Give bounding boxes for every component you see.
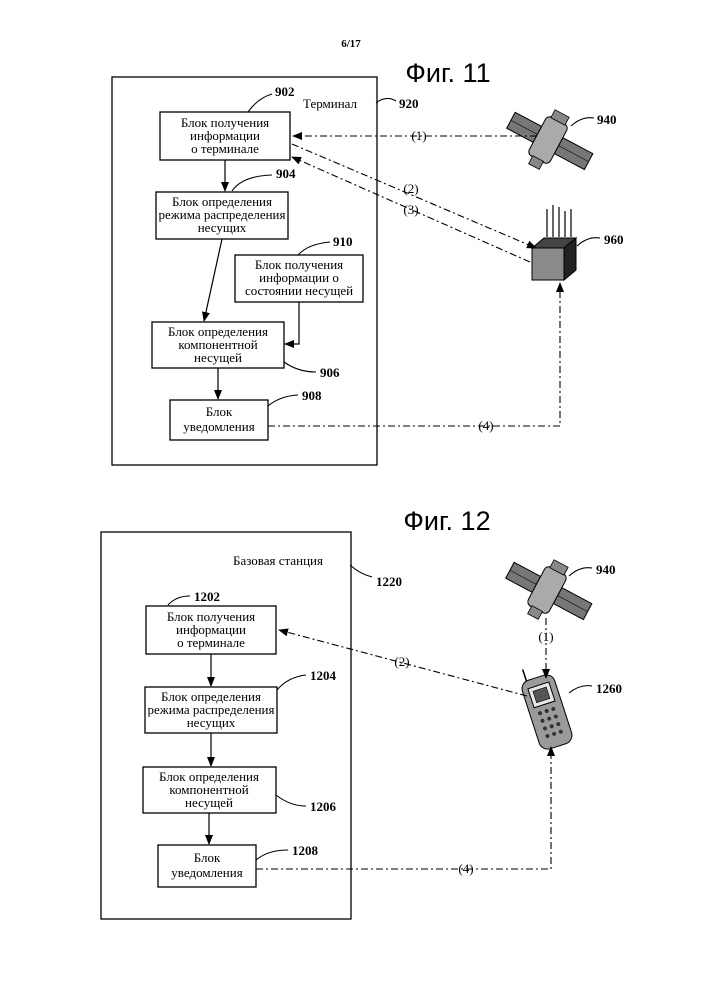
mobile-phone-icon [516,661,574,751]
block-908: Блок уведомления [170,400,268,440]
block-1208: Блок уведомления [158,845,256,887]
link-1-label-fig12: (1) [538,629,553,644]
satellite-ref-fig12: 940 [596,562,616,577]
terminal-ref-fig12: 1260 [596,681,622,696]
satellite-ref-fig11: 940 [597,112,617,127]
svg-text:о терминале: о терминале [191,141,259,156]
satellite-icon [497,94,603,188]
svg-text:уведомления: уведомления [171,865,242,880]
block-902: Блок получения информации о терминале [160,112,290,160]
ref-906: 906 [320,365,340,380]
terminal-ref-leader [376,98,396,103]
base-station-ref-leader [350,565,372,577]
ref-1202: 1202 [194,589,220,604]
base-station-icon [532,205,576,280]
block-1206: Блок определения компонентной несущей [143,767,276,813]
ref-908: 908 [302,388,322,403]
figure-11-title: Фиг. 11 [405,58,490,88]
link-3-label-fig11: (3) [403,202,418,217]
ref-940-leader-fig11 [571,118,594,126]
svg-text:несущих: несущих [198,220,247,235]
base-station-label: Базовая станция [233,553,323,568]
figure-12: Фиг. 12 Базовая станция 1220 Блок получе… [101,506,622,919]
svg-text:несущих: несущих [187,715,236,730]
block-906: Блок определения компонентной несущей [152,322,284,368]
block-1204: Блок определения режима распределения не… [145,687,277,733]
svg-text:о терминале: о терминале [177,635,245,650]
ref-904: 904 [276,166,296,181]
figure-12-title: Фиг. 12 [403,506,490,536]
svg-text:Блок: Блок [194,850,221,865]
link-1-label-fig11: (1) [411,128,426,143]
link-2-label-fig11: (2) [403,181,418,196]
block-910: Блок получения информации о состоянии не… [235,255,363,302]
ref-1206: 1206 [310,799,337,814]
link-4-label-fig11: (4) [478,418,493,433]
ref-1208: 1208 [292,843,319,858]
link-4-label-fig12: (4) [458,861,473,876]
base-station-ref: 960 [604,232,624,247]
svg-text:несущей: несущей [194,350,242,365]
svg-text:уведомления: уведомления [183,419,254,434]
ref-940-leader-fig12 [569,568,592,576]
ref-960-leader [577,238,600,246]
base-station-ref-fig12: 1220 [376,574,402,589]
svg-text:несущей: несущей [185,795,233,810]
svg-text:Блок: Блок [206,404,233,419]
block-904: Блок определения режима распределения не… [156,192,288,239]
terminal-ref: 920 [399,96,419,111]
terminal-label: Терминал [303,96,358,111]
page-number: 6/17 [341,38,361,50]
figure-11: Фиг. 11 Терминал 920 Блок получения инфо… [112,58,624,465]
link-2-label-fig12: (2) [394,654,409,669]
ref-1260-leader [569,686,592,693]
block-1202: Блок получения информации о терминале [146,606,276,654]
svg-text:состоянии несущей: состоянии несущей [245,283,353,298]
satellite-icon-fig12 [496,544,602,638]
ref-910: 910 [333,234,353,249]
ref-1204: 1204 [310,668,337,683]
ref-902: 902 [275,84,295,99]
